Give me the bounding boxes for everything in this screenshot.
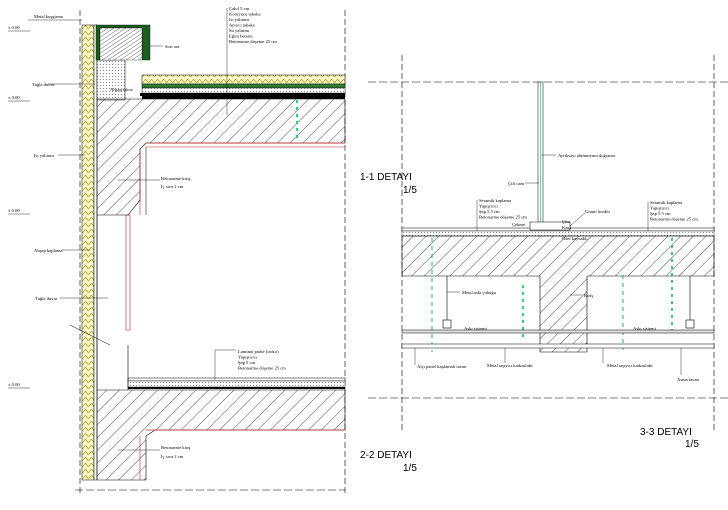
label-cam: Çift cam xyxy=(508,181,539,186)
level-marker: ± 0.00 xyxy=(8,208,30,215)
roof-insulation xyxy=(141,74,346,85)
svg-text:Su yalıtımı: Su yalıtımı xyxy=(229,28,250,33)
label-granit: Granit bordür xyxy=(569,209,611,227)
label-cita: Çita xyxy=(562,219,570,224)
right-detail: Ayrıksayı alüminyum doğrama Çift cam Ser… xyxy=(368,55,728,430)
svg-text:Ahşap kaplama: Ahşap kaplama xyxy=(34,248,62,253)
svg-text:Çift cam: Çift cam xyxy=(508,181,524,186)
svg-text:Asma tavan: Asma tavan xyxy=(677,377,700,382)
label-sort-ara: Sort ara xyxy=(150,44,179,49)
svg-text:Betonarme döşeme 25 cm: Betonarme döşeme 25 cm xyxy=(479,215,527,220)
label-left-layers: Seramik kaplama Yapıştırıcı Şap 5.5 cm B… xyxy=(476,198,527,231)
concrete-slab-lower xyxy=(96,389,346,481)
title-1-1: 1-1 DETAYI xyxy=(360,172,412,183)
label-ceiling-right: Asma tavan xyxy=(677,348,700,382)
label-beam-2: Betonarme kiriş İç sıva 2 cm xyxy=(118,445,191,459)
svg-text:± 0.00: ± 0.00 xyxy=(8,208,20,213)
svg-text:Isı yalıtımı: Isı yalıtımı xyxy=(34,153,55,158)
svg-text:Metal askı çubuğu: Metal askı çubuğu xyxy=(462,290,497,295)
svg-text:Ayrıksayı alüminyum doğrama: Ayrıksayı alüminyum doğrama xyxy=(558,153,615,158)
svg-text:± 0.00: ± 0.00 xyxy=(8,382,20,387)
scale-3-3: 1/5 xyxy=(685,439,699,450)
svg-text:Tuğla duvar: Tuğla duvar xyxy=(32,82,55,87)
label-cekme: Çekme xyxy=(512,222,525,227)
level-marker: ± 0.00 xyxy=(8,25,30,32)
label-roof-layers: Çakıl 5 cm Koruyucu tabaka Isı yalıtımı … xyxy=(226,6,277,115)
svg-text:Seramik kaplama: Seramik kaplama xyxy=(650,200,682,205)
svg-text:Şap 5.5 cm: Şap 5.5 cm xyxy=(479,209,500,214)
insulation-strip xyxy=(81,24,95,481)
svg-text:Betonarme döşeme 25 cm: Betonarme döşeme 25 cm xyxy=(238,366,286,371)
label-kasa: Kasa xyxy=(562,225,571,230)
label-ozel-kaynak: Özel kaynaklı xyxy=(562,236,588,241)
label-beam-1: Betonarme kiriş İç sıva 2 cm xyxy=(118,176,191,189)
level-marker: ± 0.00 xyxy=(8,382,30,389)
label-tugla-duvar-mid: Tuğla duvar xyxy=(35,296,108,301)
svg-text:İç sıva 2 cm: İç sıva 2 cm xyxy=(161,184,184,189)
svg-text:Yapıştırıcı: Yapıştırıcı xyxy=(650,206,670,211)
label-ceiling-left: Alçı panel kaplamalı tavan xyxy=(414,348,467,369)
svg-text:Metal kuşgirmo: Metal kuşgirmo xyxy=(34,14,64,19)
label-aski-sistemi-left: Askı sistemi xyxy=(464,326,488,331)
scale-2-2: 1/5 xyxy=(403,463,417,474)
label-tugla-duvar-top: Tuğla duvar xyxy=(32,82,95,87)
svg-text:Betonarme kiriş: Betonarme kiriş xyxy=(161,176,191,181)
svg-text:Eğim betonu: Eğim betonu xyxy=(229,34,253,39)
svg-text:Koruyucu tabaka: Koruyucu tabaka xyxy=(229,12,261,17)
svg-text:Laminat parke (iroko): Laminat parke (iroko) xyxy=(238,349,279,354)
label-ahsap-kaplama: Ahşap kaplama xyxy=(34,248,90,253)
svg-text:Isı yalıtımı: Isı yalıtımı xyxy=(229,17,250,22)
svg-text:Betonarme kiriş: Betonarme kiriş xyxy=(161,445,191,450)
title-2-2: 2-2 DETAYI xyxy=(360,450,412,461)
svg-text:Kiriş: Kiriş xyxy=(584,293,593,298)
svg-text:Yapıştırıcı: Yapıştırıcı xyxy=(238,355,258,360)
label-kiris: Kiriş xyxy=(570,293,593,298)
left-detail: Metal kuşgirmo Çakıl 5 cm Koruyucu tabak… xyxy=(8,6,346,495)
label-metal-aski: Metal askı çubuğu xyxy=(447,290,497,295)
label-aski-sistemi-right: Askı sistemi xyxy=(633,326,657,331)
svg-text:Şap 5.5 cm: Şap 5.5 cm xyxy=(650,211,671,216)
svg-text:İç sıva 2 cm: İç sıva 2 cm xyxy=(161,454,184,459)
label-ahsap-takoz: Ahşap takoz xyxy=(110,87,133,92)
label-right-layers: Seramik kaplama Yapıştırıcı Şap 5.5 cm B… xyxy=(647,200,698,231)
svg-text:Seramik kaplama: Seramik kaplama xyxy=(479,198,511,203)
svg-text:Şap 5 cm: Şap 5 cm xyxy=(238,360,256,365)
svg-text:Tuğla duvar: Tuğla duvar xyxy=(35,296,58,301)
svg-text:Metal taşıyıcı karkaslıdır: Metal taşıyıcı karkaslıdır xyxy=(607,363,653,368)
svg-text:Ahşap takoz: Ahşap takoz xyxy=(110,87,133,92)
svg-text:Yapıştırıcı: Yapıştırıcı xyxy=(479,204,499,209)
label-ceiling-mid2: Metal taşıyıcı karkaslıdır xyxy=(602,348,653,368)
label-floor-layers: Laminat parke (iroko) Yapıştırıcı Şap 5 … xyxy=(214,349,286,380)
svg-text:Betonarme döşeme 25 cm: Betonarme döşeme 25 cm xyxy=(229,39,277,44)
concrete-slab-upper xyxy=(96,98,346,216)
label-metal-kusgirmo: Metal kuşgirmo xyxy=(28,14,82,21)
label-ceiling-mid: Metal taşıyıcı karkaslıdır xyxy=(487,348,533,368)
scale-1-1: 1/5 xyxy=(403,185,417,196)
svg-text:Çakıl 5 cm: Çakıl 5 cm xyxy=(229,6,250,11)
svg-text:± 0.00: ± 0.00 xyxy=(8,25,20,30)
svg-text:Betonarme döşeme 25 cm: Betonarme döşeme 25 cm xyxy=(650,217,698,222)
svg-text:Metal taşıyıcı karkaslıdır: Metal taşıyıcı karkaslıdır xyxy=(487,363,533,368)
label-glass: Ayrıksayı alüminyum doğrama xyxy=(541,153,615,158)
ceiling-board xyxy=(401,343,715,349)
svg-text:Ayırıcı tabaka: Ayırıcı tabaka xyxy=(229,23,255,28)
title-3-3: 3-3 DETAYI xyxy=(640,427,692,438)
label-isi-yalitimi: Isı yalıtımı xyxy=(34,153,85,158)
svg-text:Alçı panel kaplamalı tavan: Alçı panel kaplamalı tavan xyxy=(417,364,467,369)
svg-text:Granit bordür: Granit bordür xyxy=(585,209,611,214)
concrete-slab-beam xyxy=(401,235,715,353)
svg-text:Sort ara: Sort ara xyxy=(165,44,179,49)
level-marker: ± 0.00 xyxy=(8,95,30,102)
svg-text:± 0.00: ± 0.00 xyxy=(8,95,20,100)
ceiling-grid xyxy=(401,329,715,334)
